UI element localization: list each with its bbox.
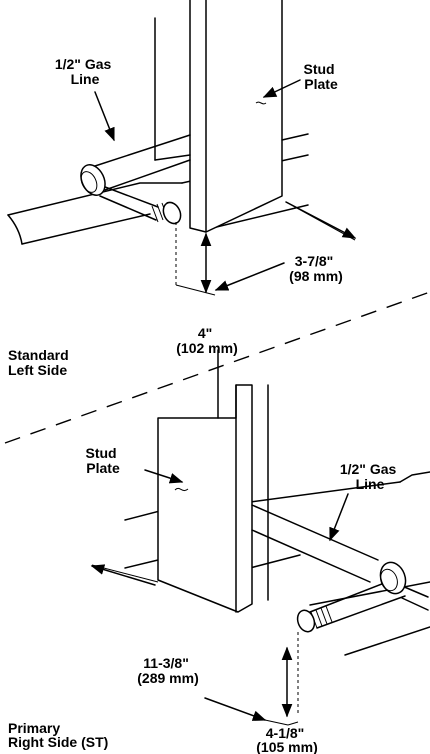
gas-line-pipe xyxy=(251,504,429,633)
gas-line-pipe xyxy=(80,134,191,225)
stud-plate xyxy=(154,0,309,233)
width-dimension-bottom xyxy=(90,564,289,726)
stud-plate-tick xyxy=(255,101,267,105)
gas-line-label-top: 1/2" Gas Line xyxy=(55,56,115,87)
width-dimension-top xyxy=(214,201,357,291)
primary-right-side-view: Stud Plate 1/2" Gas Line 11-3/8" (289 mm… xyxy=(8,349,430,754)
standard-left-side-label: Standard Left Side xyxy=(8,347,73,378)
stud-plate-leader xyxy=(262,79,301,98)
height-dimension-label-top: 4" (102 mm) xyxy=(176,325,237,356)
stud-plate-label-top: Stud Plate xyxy=(304,61,339,92)
height-dimension-label-bottom: 4-1/8" (105 mm) xyxy=(256,725,317,754)
gas-line-leader xyxy=(94,91,115,142)
stud-plate xyxy=(157,349,269,613)
gas-line-leader xyxy=(329,493,349,542)
stud-plate-tick xyxy=(174,487,189,492)
standard-left-side-view: 1/2" Gas Line Stud Plate 3-7/8" (98 mm) … xyxy=(7,0,357,378)
gas-line-label-bottom: 1/2" Gas Line xyxy=(340,461,400,492)
height-dimension-bottom xyxy=(281,632,299,726)
width-dimension-label-bottom: 11-3/8" (289 mm) xyxy=(137,655,198,686)
primary-right-side-label: Primary Right Side (ST) xyxy=(8,720,108,750)
width-dimension-label-top: 3-7/8" (98 mm) xyxy=(289,253,343,284)
height-dimension-top xyxy=(175,222,216,296)
stud-plate-label-bottom: Stud Plate xyxy=(86,445,121,476)
stud-plate-leader xyxy=(144,469,184,484)
